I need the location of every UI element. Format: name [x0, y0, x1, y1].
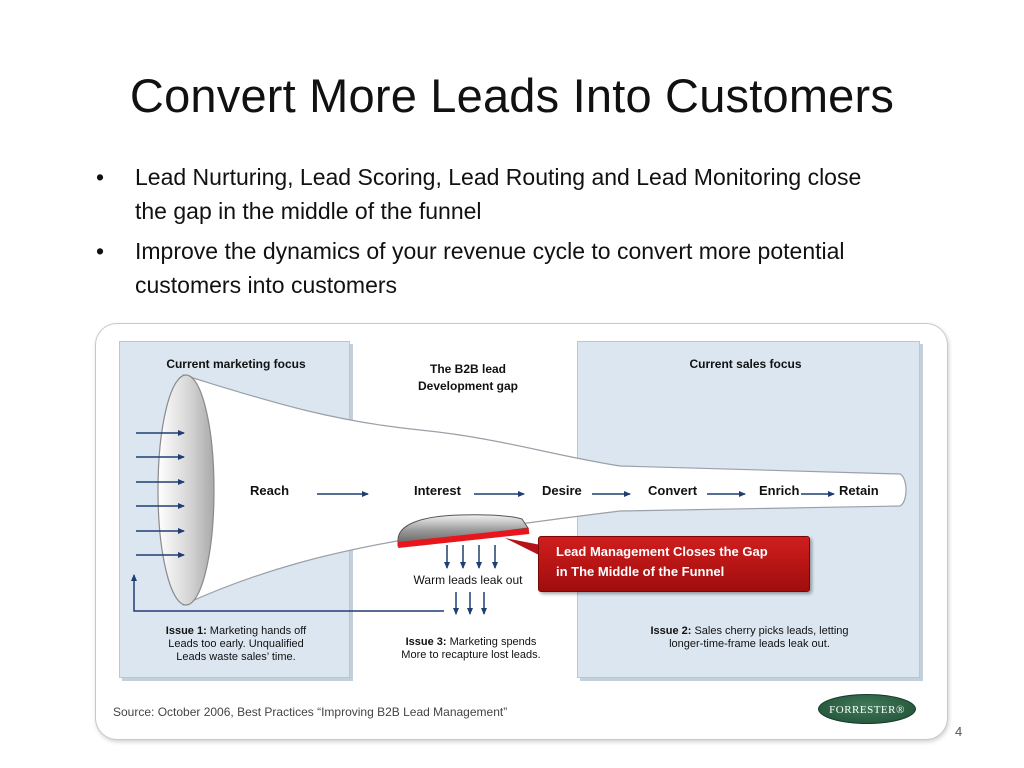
issue2-note: Issue 2: Sales cherry picks leads, letti… [597, 625, 902, 651]
bullet-item: • Improve the dynamics of your revenue c… [96, 234, 896, 302]
stage-retain: Retain [839, 483, 879, 498]
stage-interest: Interest [414, 483, 461, 498]
issue2-text2: longer-time-frame leads leak out. [669, 638, 830, 650]
issue2-text1: Sales cherry picks leads, letting [691, 625, 849, 637]
entry-arrows [136, 430, 185, 558]
issue3-heading: Issue 3: [405, 636, 447, 648]
issue1-heading: Issue 1: [165, 625, 207, 637]
stage-desire: Desire [542, 483, 582, 498]
issue3-note: Issue 3: Marketing spends More to recapt… [376, 636, 566, 662]
return-arrow [131, 574, 444, 612]
callout-box: Lead Management Closes the Gap in The Mi… [538, 536, 810, 592]
leak-arrows [444, 545, 498, 615]
callout-pointer [505, 538, 541, 556]
issue1-text1: Marketing hands off [206, 625, 307, 637]
leak-label: Warm leads leak out [413, 573, 523, 587]
bullet-dot: • [96, 164, 105, 190]
callout-line1: Lead Management Closes the Gap [556, 544, 768, 559]
stage-reach: Reach [250, 483, 290, 498]
source-citation: Source: October 2006, Best Practices “Im… [113, 705, 508, 719]
funnel-rim [157, 374, 215, 606]
bullet-text: Lead Nurturing, Lead Scoring, Lead Routi… [135, 164, 862, 224]
bullet-dot: • [96, 238, 105, 264]
gap-label-line1: The B2B lead [429, 362, 507, 376]
bullet-list: • Lead Nurturing, Lead Scoring, Lead Rou… [96, 160, 896, 308]
bullet-item: • Lead Nurturing, Lead Scoring, Lead Rou… [96, 160, 896, 228]
forrester-logo: FORRESTER® [818, 694, 916, 724]
bullet-text: Improve the dynamics of your revenue cyc… [135, 238, 845, 298]
stage-convert: Convert [648, 483, 698, 498]
marketing-focus-label: Current marketing focus [166, 357, 306, 371]
issue1-text2: Leads too early. Unqualified [168, 638, 304, 650]
issue2-heading: Issue 2: [650, 625, 692, 637]
gap-label-line2: Development gap [417, 379, 519, 393]
issue3-text1: Marketing spends [446, 636, 537, 648]
issue1-note: Issue 1: Marketing hands off Leads too e… [119, 625, 353, 664]
callout-line2: in The Middle of the Funnel [556, 564, 725, 579]
issue3-text2: More to recapture lost leads. [401, 649, 541, 661]
issue1-text3: Leads waste sales’ time. [176, 651, 296, 663]
page-number: 4 [955, 724, 963, 739]
slide-title: Convert More Leads Into Customers [129, 69, 895, 122]
sales-focus-label: Current sales focus [689, 357, 802, 371]
funnel-body [182, 374, 907, 606]
stage-enrich: Enrich [759, 483, 800, 498]
gap-bar [397, 528, 530, 548]
